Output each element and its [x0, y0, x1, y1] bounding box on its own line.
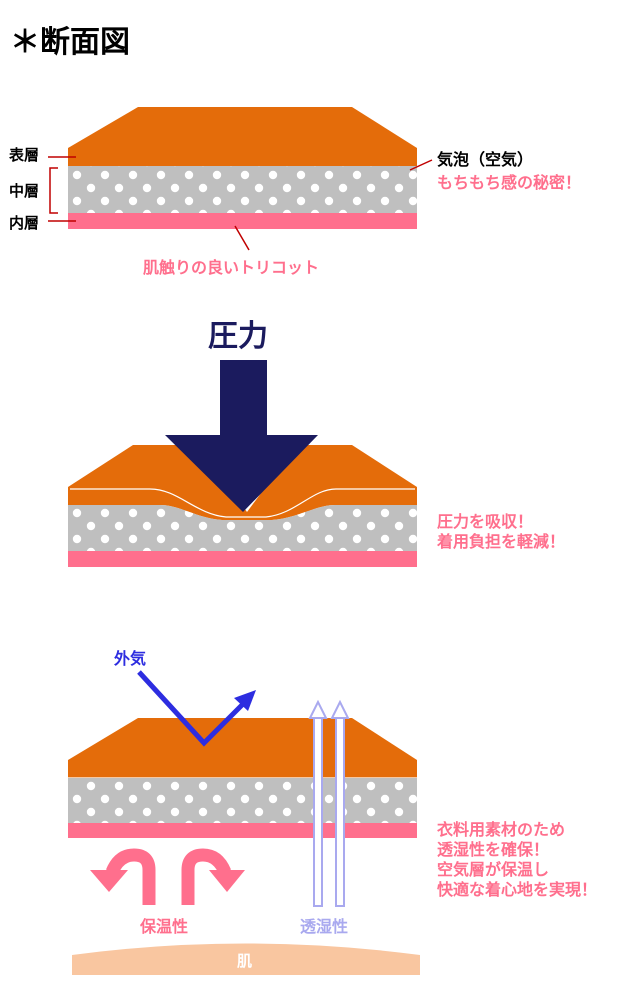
inner-layer-3 — [68, 823, 417, 838]
middle-layer-pressed-bubbles — [68, 505, 417, 551]
absorb-note-line1: 圧力を吸収！ — [437, 512, 533, 531]
note-line-4: 快適な着心地を実現！ — [437, 880, 597, 899]
middle-layer-3-bubbles — [68, 778, 417, 823]
absorb-note-line2: 着用負担を軽減！ — [436, 532, 565, 551]
skin-layer — [72, 943, 420, 975]
outside-air-label: 外気 — [113, 649, 146, 668]
section-layers: 表層 中層 内層 気泡（空気） もちもち感の秘密！ 肌触りの良いトリコット — [9, 107, 581, 277]
heat-retention-arrows — [105, 848, 232, 905]
label-inner-layer: 内層 — [9, 214, 39, 232]
note-line-1: 衣料用素材のため — [437, 820, 565, 839]
leader-middle-bracket — [49, 167, 58, 214]
outer-layer — [68, 107, 417, 166]
inner-layer-pressed — [68, 551, 417, 567]
leader-inner-note — [234, 225, 250, 251]
pressure-arrow — [165, 360, 318, 512]
pressure-label: 圧力 — [208, 319, 268, 354]
inner-layer-note: 肌触りの良いトリコット — [143, 258, 319, 277]
middle-layer-bubbles — [68, 166, 417, 213]
section-breathability: 外気 透湿性 保温性 肌 衣料用素材のため 透湿性を確保！ 空気層が保温し 快適… — [68, 649, 597, 975]
note-line-3: 空気層が保温し — [437, 860, 549, 879]
outside-air-arrowhead — [234, 690, 256, 711]
moisture-label: 透湿性 — [300, 917, 348, 936]
outer-layer-pressed — [68, 445, 417, 520]
moisture-arrows — [308, 699, 350, 907]
inner-layer — [68, 213, 417, 229]
label-middle-layer: 中層 — [9, 182, 39, 200]
outside-air-arrow — [137, 670, 249, 747]
outer-layer-3 — [68, 718, 417, 778]
heat-arrowhead-left — [90, 870, 128, 892]
note-line-2: 透湿性を確保！ — [437, 840, 549, 859]
skin-label: 肌 — [237, 952, 252, 970]
label-outer-layer: 表層 — [9, 146, 39, 164]
page-title: ＊断面図 — [10, 25, 130, 60]
leader-bubble — [409, 159, 433, 171]
heat-retention-label: 保温性 — [139, 917, 188, 936]
section-pressure: 圧力 圧力を吸収！ 着用負担を軽減！ — [68, 319, 565, 567]
heat-arrowhead-right — [209, 870, 245, 892]
outer-layer-crease — [70, 488, 415, 518]
bubble-label: 気泡（空気） — [437, 150, 533, 169]
bubble-note: もちもち感の秘密！ — [437, 173, 581, 192]
